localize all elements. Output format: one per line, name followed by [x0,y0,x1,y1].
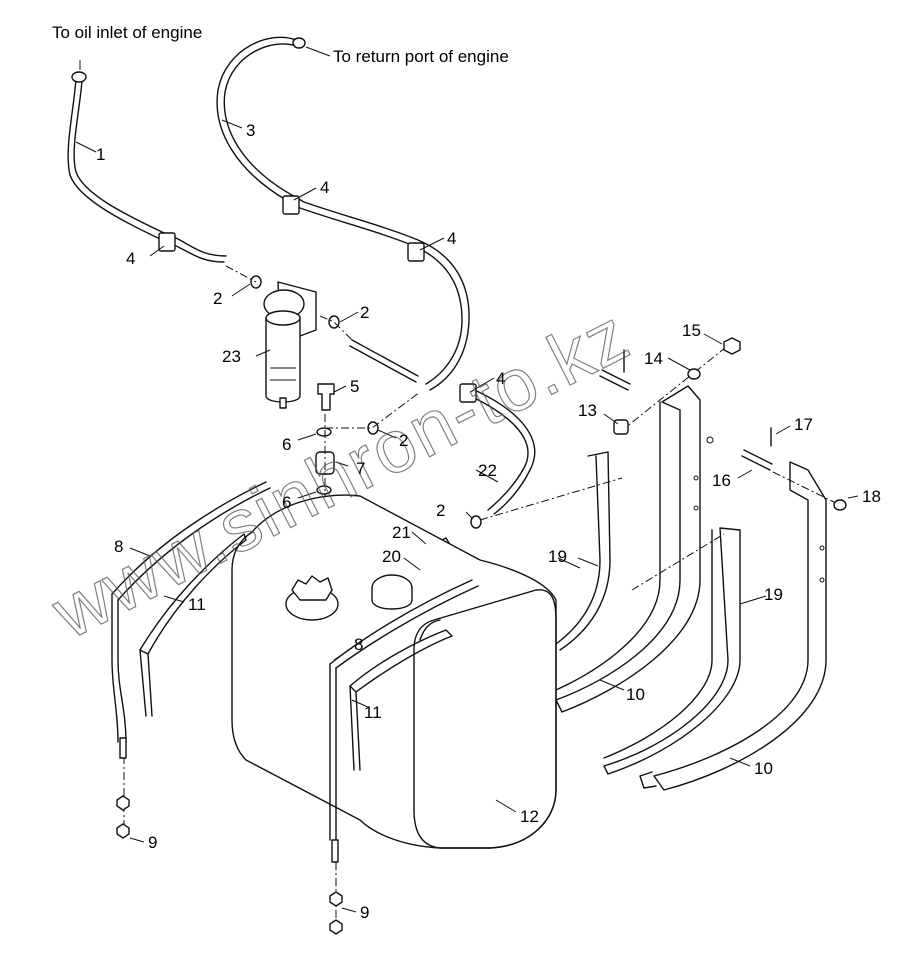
washer-14-icon [687,368,701,380]
clamp-4-upper [282,195,300,215]
note-oil-inlet: To oil inlet of engine [52,23,202,42]
leader-lines [75,46,859,913]
callout-2-d: 2 [436,501,445,520]
fuel-pipe-22 [349,339,536,515]
callout-22: 22 [478,461,497,480]
callout-6-a: 6 [282,435,291,454]
nut-15-icon [723,337,741,355]
clamp-4-right [407,242,425,262]
washer-18-icon [833,499,847,511]
washer-6-a-icon [316,427,332,437]
callout-16: 16 [712,471,731,490]
nut-9-left-a-icon [116,795,130,811]
callout-6-b: 6 [282,493,291,512]
nut-9-left-b-icon [116,823,130,839]
return-fitting-icon [292,37,306,49]
callout-23: 23 [222,347,241,366]
callout-4-d: 4 [496,369,505,388]
bolt-5-icon [317,383,335,411]
callout-5: 5 [350,377,359,396]
callout-11-a: 11 [188,595,206,614]
callout-2-b: 2 [360,303,369,322]
callout-21: 21 [392,523,411,542]
callout-4-a: 4 [320,178,329,197]
callout-11-b: 11 [364,703,382,722]
washer-6-b-icon [316,485,332,495]
callout-7: 7 [356,459,365,478]
fuel-line-1 [67,71,227,263]
callout-2-c: 2 [399,431,408,450]
callout-4-b: 4 [447,229,456,248]
assembly-centerlines [123,265,837,930]
inlet-fitting-icon [71,71,87,83]
tank-brackets [555,385,827,791]
callout-4-c: 4 [126,249,135,268]
callout-8-a: 8 [114,537,123,556]
callout-20: 20 [382,547,401,566]
callout-12: 12 [520,807,539,826]
nut-9-right-a-icon [329,891,343,907]
callout-19-a: 19 [548,547,567,566]
fuel-filter-23 [263,281,317,409]
callout-3: 3 [246,121,255,140]
callout-numbers: 1 2 2 2 2 3 4 4 4 4 5 6 6 7 8 8 9 9 10 1… [96,121,881,922]
callout-18: 18 [862,487,881,506]
callout-15: 15 [682,321,701,340]
fuel-line-3 [216,36,470,391]
nut-2-d-icon [470,515,482,529]
callout-9-b: 9 [360,903,369,922]
callout-14: 14 [644,349,663,368]
nut-9-right-b-icon [329,919,343,935]
callout-17: 17 [794,415,813,434]
fuel-tank-12 [231,494,557,849]
callout-10-a: 10 [626,685,645,704]
callout-9-a: 9 [148,833,157,852]
callout-2-a: 2 [213,289,222,308]
callout-10-b: 10 [754,759,773,778]
callout-1: 1 [96,145,105,164]
callout-13: 13 [578,401,597,420]
clamp-4-lower [459,383,477,403]
callout-19-b: 19 [764,585,783,604]
note-return-port: To return port of engine [333,47,509,66]
pipe-clamps-4 [158,195,477,403]
callout-8-b: 8 [354,635,363,654]
left-straps [111,481,271,839]
